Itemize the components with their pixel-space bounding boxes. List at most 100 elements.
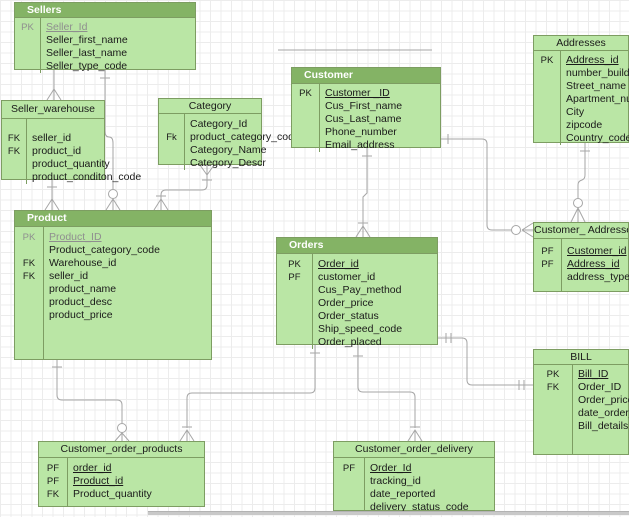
- connector-orders-customer-order-products[interactable]: [179, 345, 320, 442]
- entity-row: tracking_id: [334, 475, 494, 488]
- key-cell: PF: [46, 476, 60, 487]
- entity-row: Seller_last_name: [15, 47, 195, 60]
- field-cell: product_category_code: [190, 131, 300, 143]
- field-cell: product_name: [49, 283, 117, 295]
- field-cell: Product_quantity: [73, 488, 152, 500]
- entity-row: product_quantity: [2, 158, 110, 171]
- entity-row: PF Customer_id: [534, 245, 628, 258]
- connector-orders-customer-order-delivery[interactable]: [353, 345, 423, 442]
- entity-body: PKAddress_idnumber_buildingStreet_nameAp…: [534, 51, 629, 145]
- entity-row: product_desc: [15, 296, 211, 309]
- entity-row: Category_Descr: [159, 157, 266, 170]
- field-cell: Customer_id: [567, 245, 627, 257]
- entity-row: Phone_number: [292, 126, 440, 139]
- key-cell: [292, 126, 319, 139]
- entity-body: PFCustomer_idPFAddress_idaddress_type_co…: [534, 239, 629, 291]
- key-cell: [334, 488, 364, 501]
- key-cell: PF: [342, 463, 356, 474]
- entity-row: PF Order_Id: [334, 462, 494, 475]
- field-cell: customer_id: [318, 271, 376, 283]
- field-cell: seller_id: [49, 270, 89, 282]
- key-cell: [15, 244, 43, 257]
- entity-row: Cus_Pay_method: [277, 284, 437, 297]
- entity-row: Street_name: [534, 80, 628, 93]
- field-cell: Cus_First_name: [325, 100, 403, 112]
- connector-addresses-customer-addresses[interactable]: [570, 143, 590, 223]
- entity-title: Customer_order_products: [39, 442, 204, 458]
- entity-title: Addresses: [534, 36, 628, 51]
- connector-sellers-product[interactable]: [100, 70, 121, 211]
- key-cell: [159, 144, 184, 157]
- key-cell: PF: [541, 246, 554, 257]
- entity-row: product_price: [15, 309, 211, 322]
- entity-row: PF order_id: [39, 462, 204, 475]
- entity-row: Order_status: [277, 310, 437, 323]
- connector-customer-orders[interactable]: [355, 148, 372, 238]
- field-cell: Category_Name: [190, 144, 267, 156]
- field-cell: Cus_Last_name: [325, 113, 402, 125]
- key-cell: PF: [288, 272, 301, 283]
- field-cell: seller_id: [32, 132, 72, 144]
- entity-row: Order_price: [534, 394, 629, 407]
- key-cell: [534, 119, 560, 132]
- field-cell: product_desc: [49, 296, 113, 308]
- field-cell: product_conditon_code: [32, 171, 142, 183]
- connector-category-product[interactable]: [153, 164, 215, 211]
- field-cell: order_id: [73, 462, 112, 474]
- entity-row: Category_Name: [159, 144, 266, 157]
- entity-row: Order_placed: [277, 336, 437, 349]
- key-cell: [15, 34, 40, 47]
- entity-title: Sellers: [15, 3, 195, 18]
- entity-addresses[interactable]: AddressesPKAddress_idnumber_buildingStre…: [533, 35, 629, 145]
- key-cell: PF: [46, 463, 60, 474]
- entity-row: product_name: [15, 283, 211, 296]
- field-cell: Seller_Id: [46, 21, 88, 33]
- connector-orders-bill[interactable]: [438, 333, 533, 390]
- field-cell: Cus_Pay_method: [318, 284, 402, 296]
- key-cell: [159, 157, 184, 170]
- field-cell: address_type_code: [567, 271, 629, 283]
- field-cell: product_quantity: [32, 158, 110, 170]
- field-cell: date_order_paid: [578, 407, 629, 419]
- field-cell: Product_category_code: [49, 244, 160, 256]
- field-cell: delivery_status_code: [370, 501, 469, 513]
- connector-sellers-seller-warehouse[interactable]: [46, 70, 62, 101]
- connector-customer-customer-addresses[interactable]: [440, 134, 534, 238]
- key-cell: [534, 420, 572, 433]
- field-cell: Order_Id: [370, 462, 412, 474]
- entity-row: Product_category_code: [15, 244, 211, 257]
- horizontal-scrollbar[interactable]: [148, 511, 629, 515]
- key-cell: [15, 296, 43, 309]
- key-cell: [534, 80, 560, 93]
- connector-seller-warehouse-product[interactable]: [44, 180, 60, 211]
- key-cell: [292, 113, 319, 126]
- field-cell: Warehouse_id: [49, 257, 117, 269]
- connector-product-customer-order-products[interactable]: [52, 360, 130, 442]
- entity-title: Customer_order_delivery: [334, 442, 494, 458]
- entity-row: PF customer_id: [277, 271, 437, 284]
- field-cell: Order_id: [318, 258, 359, 270]
- key-cell: [2, 171, 26, 184]
